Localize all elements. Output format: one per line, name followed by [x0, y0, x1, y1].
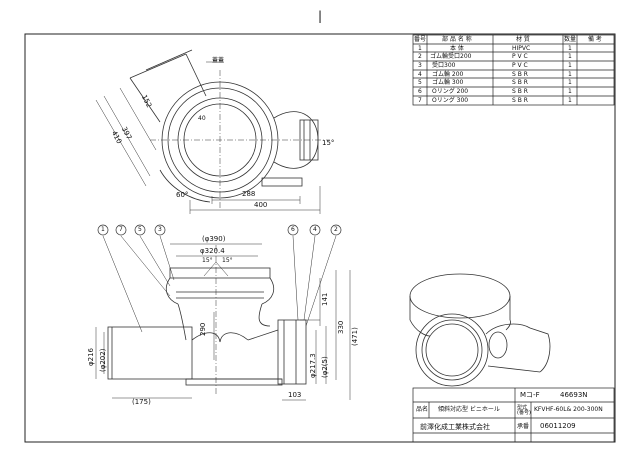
callout-5: 5 [138, 226, 142, 233]
title-name-value: 傾斜対応型 ビニホール [438, 406, 500, 413]
plan-dimension-lines [95, 61, 321, 214]
table-header-material: 材 質 [516, 36, 530, 43]
company-name: 前澤化成工業株式会社 [420, 423, 490, 431]
row-4-qty: 1 [568, 71, 572, 78]
sec-dim-216: φ216 [87, 348, 95, 366]
table-header-quantity: 数量 [564, 36, 577, 43]
parts-table-grid [412, 34, 615, 106]
plan-dim-40: 40 [198, 115, 206, 122]
row-7-name: Oリング 300 [432, 97, 469, 104]
row-3-number: 3 [418, 62, 422, 69]
row-6-material: S B R [512, 88, 528, 95]
sec-dim-103: 103 [288, 391, 302, 399]
row-6-qty: 1 [568, 88, 572, 95]
callout-4: 4 [313, 226, 317, 233]
sec-dim-141: 141 [321, 292, 329, 306]
sec-dim-15a: 15° [202, 257, 213, 264]
isometric-view [409, 273, 551, 387]
row-5-qty: 1 [568, 79, 572, 86]
section-dimension-lines [95, 235, 351, 401]
table-header-remarks: 備 考 [588, 36, 602, 43]
sec-dim-2: (φ2(5) [321, 356, 329, 378]
row-4-name: ゴム輪 200 [432, 71, 464, 78]
callout-2: 2 [334, 226, 338, 233]
row-2-name: ゴム輪受口200 [430, 53, 472, 60]
row-6-number: 6 [418, 88, 422, 95]
sec-dim-471: (471) [351, 327, 359, 346]
row-1-material: HIPVC [512, 45, 531, 52]
table-header-number: 番号 [414, 36, 427, 43]
plan-dim-60deg: 60° [176, 191, 189, 199]
sec-dim-330: 330 [337, 320, 345, 334]
row-2-qty: 1 [568, 53, 572, 60]
title-model-label: 型式(番号) [517, 405, 531, 416]
plan-dim-15deg: 15° [322, 139, 335, 147]
sec-dim-390: (φ390) [202, 235, 226, 243]
plan-dim-288: 288 [242, 190, 256, 198]
table-header-part-name: 部 品 名 称 [442, 36, 472, 43]
title-code-value: 46693N [560, 391, 588, 399]
sec-dim-290: 290 [199, 322, 207, 336]
row-6-name: Oリング 200 [432, 88, 469, 95]
row-1-qty: 1 [568, 45, 572, 52]
row-3-material: P V C [512, 62, 528, 69]
callout-7: 7 [119, 226, 123, 233]
plan-view [129, 49, 330, 210]
row-7-material: S B R [512, 97, 528, 104]
title-model-value: KFVHF-60L& 200-300N [534, 406, 603, 413]
row-3-qty: 1 [568, 62, 572, 69]
plan-cap-label: 蓋蓋 [212, 57, 225, 64]
row-5-name: ゴム輪 300 [432, 79, 464, 86]
title-name-label: 品名 [416, 406, 429, 413]
section-view [107, 245, 307, 395]
sec-dim-202: (φ202) [99, 348, 107, 372]
row-1-number: 1 [418, 45, 422, 52]
drawing-number: 06011209 [540, 422, 576, 430]
row-4-number: 4 [418, 71, 422, 78]
row-1-name: 本 体 [450, 45, 464, 52]
callout-1: 1 [101, 226, 105, 233]
plan-dim-400: 400 [254, 201, 268, 209]
row-5-material: S B R [512, 79, 528, 86]
title-code-label: Mコ-F [520, 391, 540, 399]
callout-6: 6 [291, 226, 295, 233]
title-approved-label: 承番 [517, 423, 530, 430]
row-2-number: 2 [418, 53, 422, 60]
sec-dim-15b: 15° [222, 257, 233, 264]
sheet-border [24, 33, 616, 443]
row-5-number: 5 [418, 79, 422, 86]
callout-3: 3 [158, 226, 162, 233]
top-center-mark: | [318, 9, 323, 23]
row-2-material: P V C [512, 53, 528, 60]
sec-dim-217: φ217.3 [309, 353, 317, 378]
title-block-grid [412, 387, 615, 443]
sec-dim-175: (175) [132, 398, 151, 406]
callout-circles [97, 224, 342, 236]
sec-dim-320: φ320.4 [200, 247, 225, 255]
row-7-qty: 1 [568, 97, 572, 104]
row-4-material: S B R [512, 71, 528, 78]
row-3-name: 受口300 [432, 62, 456, 69]
row-7-number: 7 [418, 97, 422, 104]
